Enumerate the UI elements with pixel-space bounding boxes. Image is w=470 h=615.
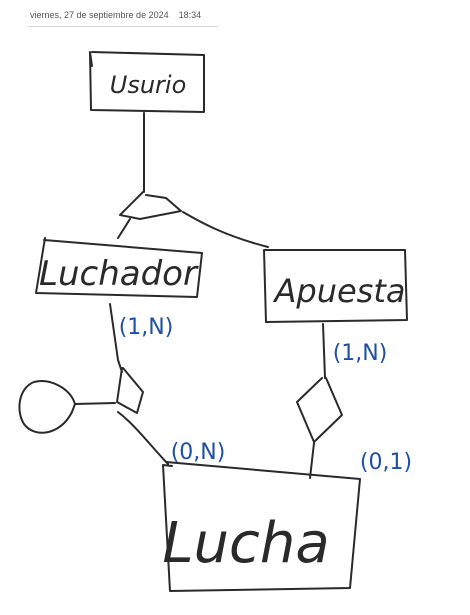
cardinality-luchador: (1,N) — [119, 315, 174, 340]
cardinality-apuesta: (1,N) — [333, 341, 388, 366]
lucha-label: Lucha — [162, 511, 329, 576]
page-time: 18:34 — [178, 10, 202, 20]
lucha-entity-box — [162, 461, 361, 592]
apuesta-connector-top — [182, 211, 269, 248]
usuario-label: Usurio — [110, 71, 187, 99]
luchador-connector-top — [117, 218, 131, 239]
luchador-entity-box — [35, 237, 203, 298]
recursive-loop — [18, 380, 76, 434]
apuesta-label: Apuesta — [273, 272, 406, 310]
usuario-entity-box — [89, 51, 205, 113]
apuesta-relationship-diamond — [296, 377, 343, 443]
page-timestamp: viernes, 27 de septiembre de 2024 18:34 — [30, 10, 201, 20]
cardinality-lucha-apuesta: (0,1) — [360, 450, 412, 475]
cardinality-lucha-luchador: (0,N) — [171, 440, 226, 465]
apuesta-entity-box — [263, 249, 408, 323]
lucha-connector-right — [309, 442, 315, 479]
luchador-label: Luchador — [39, 254, 199, 294]
lucha-connector-left — [117, 411, 169, 465]
recursive-loop-connector — [74, 402, 116, 405]
page-date: viernes, 27 de septiembre de 2024 — [30, 10, 169, 20]
usuario-relationship-diamond — [119, 191, 182, 220]
apuesta-connector-bottom — [322, 323, 326, 379]
luchador-connector-bottom — [109, 303, 123, 373]
luchador-relationship-diamond — [116, 367, 144, 414]
timestamp-divider — [28, 26, 218, 27]
